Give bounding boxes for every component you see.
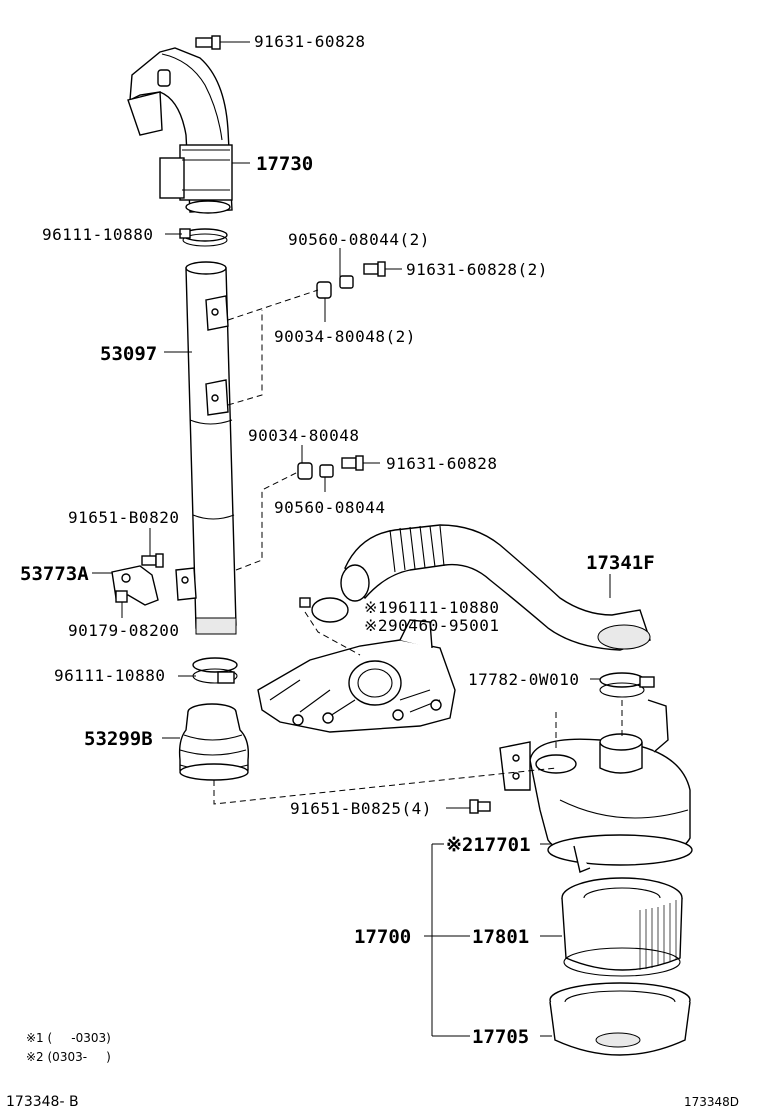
callout-grommet-a: 90034-80048(2) [274,327,416,346]
callout-clamp-mid-1: ※196111-10880 [364,598,500,617]
pipe-drawing [175,261,237,635]
callout-elbow: 17730 [256,153,313,175]
callout-element: 17801 [472,926,529,948]
bracket-drawing [111,553,164,606]
leader-lines [92,41,623,1037]
clamp-upper-drawing [179,228,228,247]
callout-cleaner-assy: 17700 [354,926,411,948]
element-drawing [561,877,683,977]
callout-clamp-upper: 96111-10880 [42,225,153,244]
elbow-drawing [127,47,233,214]
manifold-drawing [257,619,456,733]
fasteners-upper-drawing [316,261,386,299]
callout-pipe: 53097 [100,343,157,365]
clamp-mid-drawing [299,597,349,623]
callout-bolt-top: 91631-60828 [254,32,365,51]
callout-collar-a: 90560-08044(2) [288,230,430,249]
hose-drawing [340,524,651,651]
callout-bolt-bracket: 91651-B0820 [68,508,179,527]
footer-right-code: 173348D [684,1095,739,1109]
callout-cleaner-body: ※217701 [446,834,531,856]
callout-bracket: 53773A [20,563,89,585]
callout-bolt-cleaner: 91651-B0825(4) [290,799,432,818]
cleaner-body-drawing [499,699,693,873]
note-1: ※1 ( -0303) [26,1031,111,1045]
callout-collar-b: 90560-08044 [274,498,385,517]
clamp-lower-drawing [192,657,238,684]
note-2: ※2 (0303- ) [26,1050,111,1064]
fasteners-lower-drawing [297,455,364,480]
footer-left-code: 173348- B [6,1094,79,1110]
clamp-cleaner-drawing [599,672,655,698]
callout-clamp-mid-2: ※290460-95001 [364,616,500,635]
cap-drawing [549,982,691,1056]
callout-cap: 17705 [472,1026,529,1048]
callout-hose: 17341F [586,552,655,574]
bolt-cleaner-drawing [469,799,491,814]
callout-clamp-cleaner: 17782-0W010 [468,670,579,689]
bolt-top-drawing [195,35,221,50]
callout-bolt-single: 91631-60828 [386,454,497,473]
callout-grommet-b: 90034-80048 [248,426,359,445]
callout-boot: 53299B [84,728,153,750]
callout-bolt-pair: 91631-60828(2) [406,260,548,279]
callout-clamp-lower: 96111-10880 [54,666,165,685]
boot-drawing [178,703,250,781]
callout-nut: 90179-08200 [68,621,179,640]
